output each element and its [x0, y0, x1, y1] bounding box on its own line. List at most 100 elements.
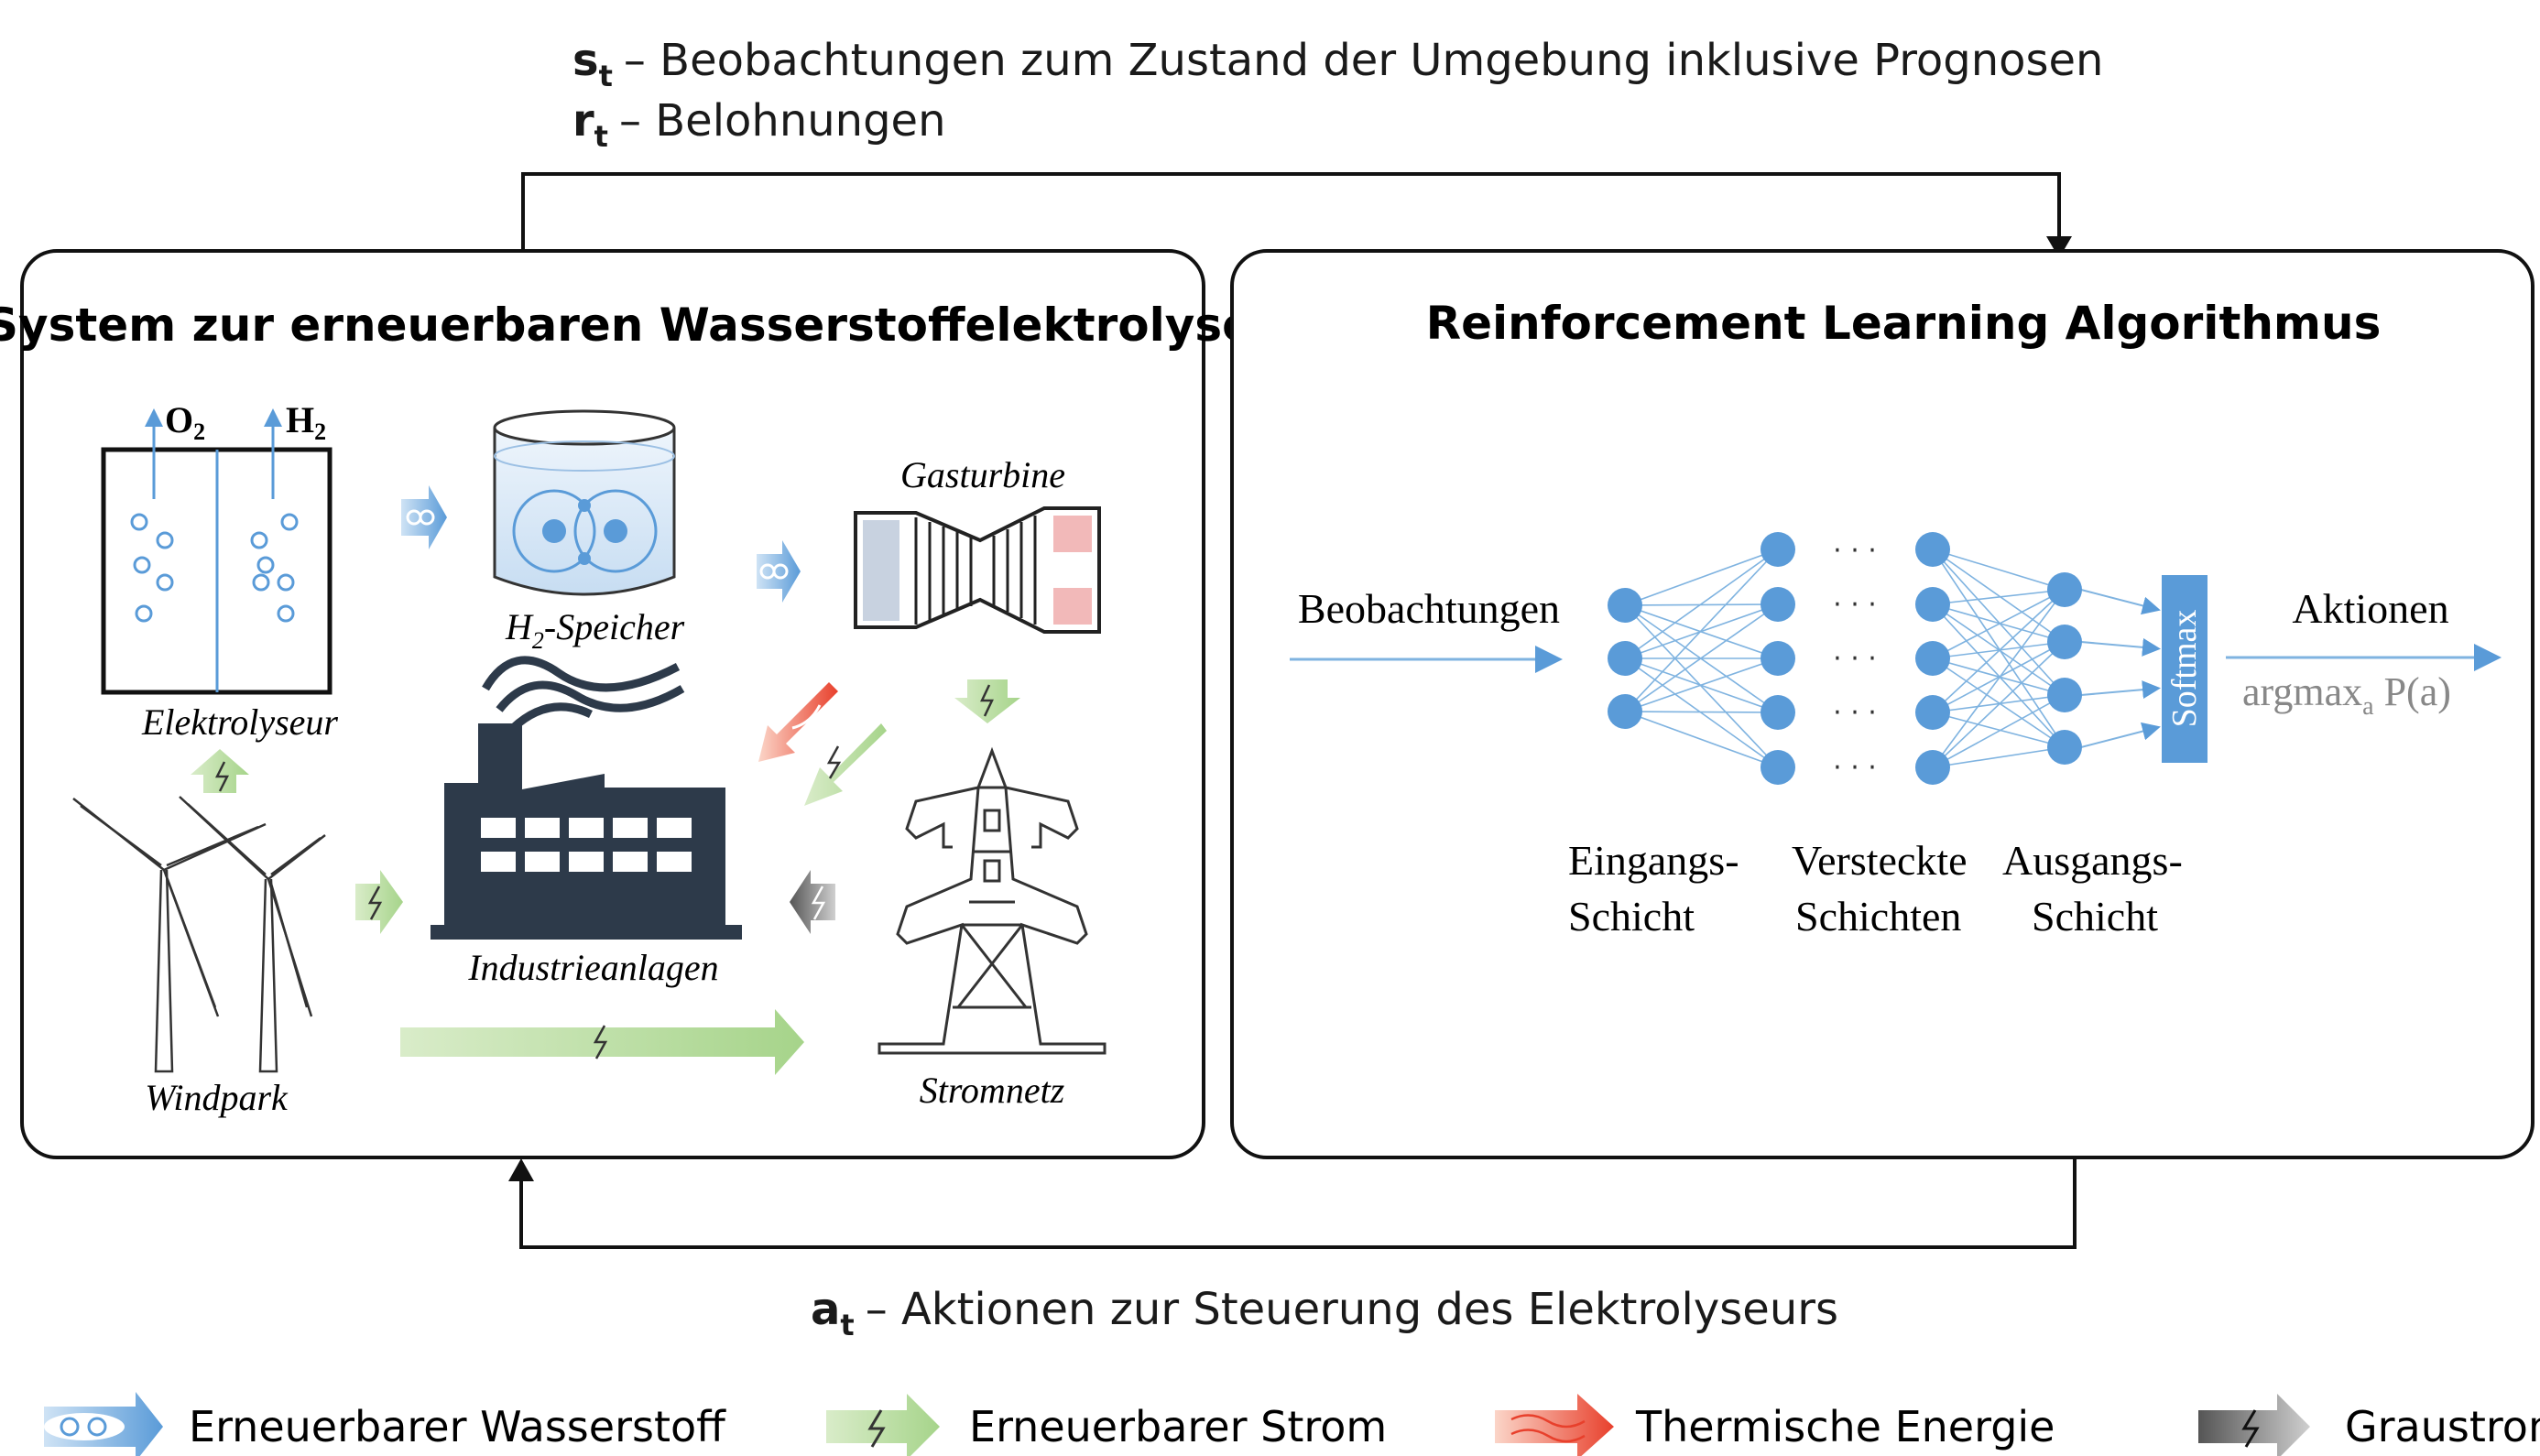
nn-connection [1624, 603, 1779, 712]
input-node [1608, 641, 1642, 676]
power-arrow-wind-to-industry [355, 870, 403, 934]
nn-connection [1624, 549, 1779, 606]
system-title: System zur erneuerbaren Wasserstoffelekt… [0, 299, 1253, 352]
power-arrow-wind-to-grid [400, 1009, 804, 1075]
h2-symbol: H [286, 399, 314, 440]
legend-power-label: Erneuerbarer Strom [969, 1402, 1387, 1451]
hydrogen-storage-tank [493, 409, 676, 596]
storage-label: H2-Speicher [505, 606, 685, 654]
s-line: st – Beobachtungen zum Zustand der Umgebu… [572, 35, 2103, 93]
h2-label: H2 [286, 399, 326, 445]
hidden-node [1761, 750, 1795, 785]
hidden-layer-label-2: Schichten [1795, 893, 1961, 940]
hidden-layer-label-1: Versteckte [1792, 837, 1968, 884]
action-loop-line [519, 1157, 2077, 1249]
o2-symbol: O [165, 399, 193, 440]
nn-connection [1624, 549, 1779, 659]
nn-connection [1932, 549, 2066, 643]
input-node [1608, 588, 1642, 623]
legend-hydrogen-icon [44, 1392, 163, 1456]
legend: Erneuerbarer Wasserstoff Erneuerbarer St… [44, 1392, 2540, 1456]
a-symbol: a [811, 1284, 840, 1335]
softmax-box [2162, 575, 2208, 763]
nn-connection [1624, 657, 1779, 712]
storage-h: H [505, 606, 534, 647]
hidden-ellipsis: · · · [1833, 643, 1877, 675]
hidden-node [1761, 695, 1795, 730]
input-layer-label-2: Schicht [1568, 893, 1695, 940]
action-line: at – Aktionen zur Steuerung des Elektroly… [811, 1284, 1838, 1342]
power-arrow-turbine-to-industry [804, 723, 887, 806]
output-to-softmax-arrow [2080, 589, 2161, 615]
argmax-main: argmax [2242, 669, 2362, 714]
s-symbol: s [572, 35, 599, 86]
nn-connection [1932, 641, 2066, 713]
s-description: – Beobachtungen zum Zustand der Umgebung… [624, 35, 2104, 86]
power-arrow-turbine-to-grid [954, 679, 1020, 723]
hidden-node [1915, 532, 1950, 567]
rl-box [1230, 249, 2535, 1159]
nn-connection [1932, 549, 2066, 696]
argmax-label: argmaxa P(a) [2242, 669, 2451, 721]
output-node [2047, 678, 2082, 712]
nn-connection [1932, 589, 2066, 768]
legend-thermal-icon [1495, 1394, 1614, 1456]
legend-grey-label: Graustrom [2345, 1402, 2540, 1451]
nn-connection [1932, 641, 2066, 768]
nn-connection [1624, 711, 1779, 768]
s-subscript: t [599, 59, 613, 93]
a-description: – Aktionen zur Steuerung des Elektrolyse… [866, 1284, 1838, 1335]
output-layer-label-1: Ausgangs- [2002, 837, 2183, 884]
storage-rest: -Speicher [544, 606, 685, 647]
hidden-ellipsis: · · · [1833, 697, 1877, 729]
output-to-softmax-arrow [2080, 637, 2161, 657]
hidden-ellipsis: · · · [1833, 535, 1877, 567]
action-arrowhead [508, 1158, 534, 1181]
r-symbol: r [572, 95, 594, 147]
nn-connection [1932, 746, 2066, 768]
nn-connection [1932, 589, 2066, 605]
hidden-node [1915, 750, 1950, 785]
nn-connection [1932, 603, 2066, 643]
argmax-subscript: a [2362, 692, 2374, 721]
output-node [2047, 730, 2082, 765]
hidden-node [1761, 587, 1795, 622]
nn-connection [1932, 549, 2066, 748]
nn-connection [1624, 603, 1779, 606]
power-arrow-wind-to-electrolyzer [191, 749, 249, 793]
gas-turbine-label: Gasturbine [900, 454, 1065, 495]
nn-connection [1932, 694, 2066, 768]
factory-smoke [482, 656, 685, 732]
nn-connection [1932, 589, 2066, 659]
output-layer-label-2: Schicht [2032, 893, 2158, 940]
legend-hydrogen-label: Erneuerbarer Wasserstoff [189, 1402, 726, 1451]
hidden-node [1915, 695, 1950, 730]
r-line: rt– Belohnungen [572, 95, 946, 154]
thermal-arrow [758, 682, 838, 762]
storage-subscript: 2 [532, 627, 544, 654]
r-description: – Belohnungen [619, 95, 946, 147]
hydrogen-arrow-to-turbine [757, 540, 801, 603]
neural-network: · · ·· · ·· · ·· · ·· · · [1608, 532, 2161, 785]
hydrogen-arrow-to-storage [401, 485, 447, 549]
h2-subscript: 2 [314, 418, 326, 445]
nn-connection [1624, 657, 1779, 768]
rl-title: Reinforcement Learning Algorithmus [1426, 297, 2382, 350]
electrolyzer-label: Elektrolyseur [141, 701, 338, 743]
gas-turbine [854, 506, 1101, 634]
output-node [2047, 625, 2082, 659]
nn-connection [1932, 657, 2066, 748]
hidden-ellipsis: · · · [1833, 752, 1877, 784]
observation-arrowhead [2046, 236, 2072, 258]
factory [431, 723, 742, 940]
legend-power-icon [826, 1394, 940, 1456]
a-subscript: t [840, 1308, 854, 1342]
output-node [2047, 572, 2082, 607]
o2-label: O2 [165, 399, 205, 445]
hidden-node [1761, 641, 1795, 676]
input-node [1608, 694, 1642, 729]
output-to-softmax-arrow [2080, 722, 2161, 748]
nn-connection [1932, 549, 2066, 591]
o2-subscript: 2 [193, 418, 205, 445]
